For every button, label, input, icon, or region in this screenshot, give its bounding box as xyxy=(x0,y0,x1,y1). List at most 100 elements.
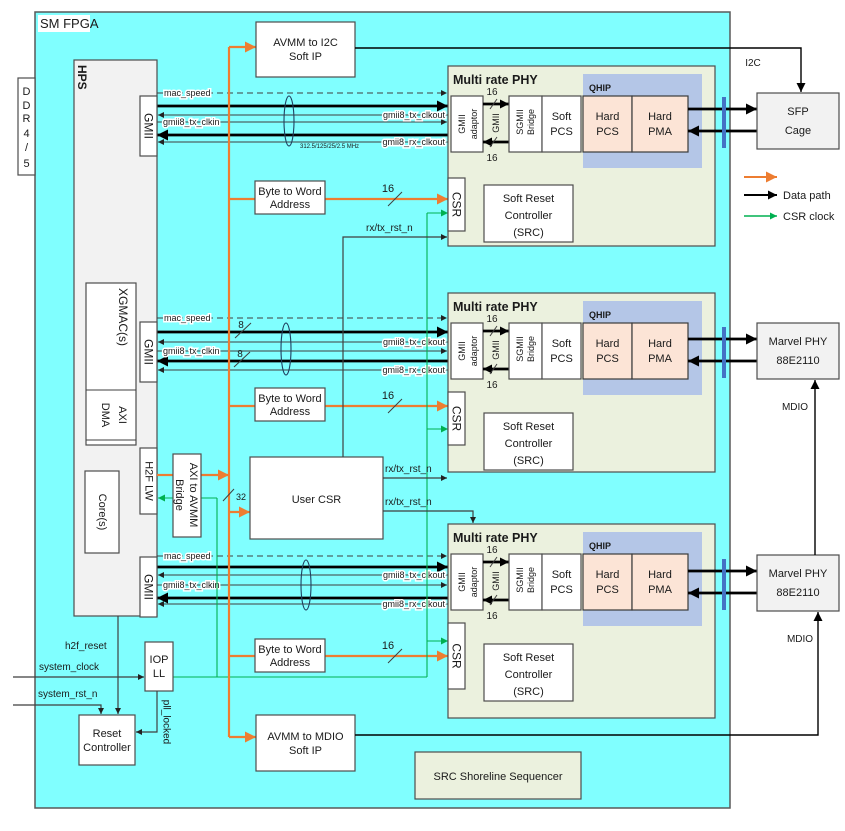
ddr-letter: D xyxy=(23,100,31,112)
sgmii-bridge-label-line2: Bridge xyxy=(526,336,536,362)
user-csr-label: User CSR xyxy=(292,494,342,506)
hard-pma-label-line2: PMA xyxy=(648,126,673,138)
src-label-line1: Soft Reset xyxy=(503,193,554,205)
internal-rx-width-label: 16 xyxy=(486,380,498,391)
gmii-adaptor-box xyxy=(450,553,484,611)
csr-box xyxy=(447,622,466,690)
external-device-label-line1: SFP xyxy=(787,106,808,118)
tx-clkout-label: gmii8_tx_clkout xyxy=(383,570,446,580)
avmm-i2c-box xyxy=(255,21,356,78)
soft-pcs-label-line1: Soft xyxy=(552,111,572,123)
rst-label-phy3: rx/tx_rst_n xyxy=(385,497,432,508)
gmii-adaptor-label-line2: adaptor xyxy=(469,109,479,140)
hard-pma-label-line2: PMA xyxy=(648,584,673,596)
hard-pma-label-line1: Hard xyxy=(648,338,672,350)
legend-csr-clock-label: CSR clock xyxy=(783,211,835,223)
mac-speed-label: mac_speed xyxy=(164,88,211,98)
hard-pcs-label-line1: Hard xyxy=(596,569,620,581)
sgmii-bridge-label-line2: Bridge xyxy=(526,109,536,135)
avmm-to-i2c-soft-ip: AVMM to I2C Soft IP xyxy=(255,21,356,78)
internal-tx-width-slash xyxy=(489,98,498,110)
axi-dma-label-line1: AXI xyxy=(116,406,128,424)
csr-width-slash xyxy=(387,191,403,207)
rx-width-label: 8 xyxy=(237,349,243,360)
mdio-label-upper: MDIO xyxy=(782,402,808,413)
gmii-adaptor-box xyxy=(450,95,484,153)
csr-width-slash xyxy=(387,648,403,664)
sgmii-bridge-label-line1: SGMII xyxy=(515,109,525,135)
rst-line-phy1 xyxy=(342,234,447,457)
external-device-label-line2: 88E2110 xyxy=(776,587,819,599)
ddr-letter: / xyxy=(25,142,29,154)
gmii-adaptor-label-line2: adaptor xyxy=(469,336,479,367)
tx-clkout-label: gmii8_tx_clkout xyxy=(383,337,446,347)
sgmii-bridge-label-line2: Bridge xyxy=(526,567,536,593)
iopll-box xyxy=(144,641,174,692)
connector-bar xyxy=(722,327,726,378)
mdio-line-to-phy2 xyxy=(355,612,823,736)
tx-clkout-label: gmii8_tx_clkout xyxy=(383,110,446,120)
hard-pma-box xyxy=(631,322,689,380)
ddr-letter: D xyxy=(23,86,31,98)
phy-title: Multi rate PHY xyxy=(453,73,538,87)
ddr-letter: 5 xyxy=(23,158,29,170)
tx-width-slash xyxy=(234,322,252,339)
rst-line-phy3 xyxy=(383,510,476,523)
soft-pcs-label-line1: Soft xyxy=(552,338,572,350)
cores-label: Core(s) xyxy=(96,494,108,531)
internal-rx-width-slash xyxy=(489,363,498,375)
phy-channel-3: mac_speedgmii8_tx_clkoutgmii8_tx_clkingm… xyxy=(139,523,840,719)
rx-clkout-label: gmii8_rx_clkout xyxy=(382,137,445,147)
bus-width-label: 32 xyxy=(236,492,246,502)
sgmii-bridge-box xyxy=(508,322,543,380)
internal-tx-width-slash xyxy=(489,325,498,337)
gmii-bundle: mac_speed gmii8_tx_clkout gmii8_tx_clkingm… xyxy=(139,87,448,157)
hard-pcs-label-line2: PCS xyxy=(596,353,619,365)
soft-reset-controller-box xyxy=(483,412,574,471)
legend-data-path-label: Data path xyxy=(783,190,831,202)
soft-pcs-box xyxy=(541,95,582,153)
soft-pcs-label-line2: PCS xyxy=(550,353,573,365)
soft-reset-controller-box xyxy=(483,643,574,702)
internal-tx-width-label: 16 xyxy=(486,87,498,98)
clock-reset-section: IOP LL Reset Controller system_clock sys… xyxy=(13,616,174,766)
ddr-box xyxy=(17,77,36,176)
internal-rx-width-label: 16 xyxy=(486,611,498,622)
avmm-i2c-label-line1: AVMM to I2C xyxy=(273,37,338,49)
byte-to-word-label-line2: Address xyxy=(270,406,311,418)
legend: Data path CSR clock xyxy=(744,171,835,223)
external-device-label-line1: Marvel PHY xyxy=(769,336,828,348)
csr-label: CSR xyxy=(450,192,464,218)
hps-label: HPS xyxy=(75,65,89,90)
soft-pcs-box xyxy=(541,553,582,611)
ddr-letter: R xyxy=(23,113,31,125)
byte-to-word-box xyxy=(254,387,326,422)
tx-width-label: 8 xyxy=(238,320,244,331)
tx-clkin-label: gmii8_tx_clkin xyxy=(163,117,220,127)
bus-width-slash xyxy=(222,488,235,502)
rx-clkout-label: gmii8_rx_clkout xyxy=(382,599,445,609)
internal-rx-width-slash xyxy=(489,136,498,148)
internal-gmii-label: GMII xyxy=(491,113,501,133)
byte-to-word-box xyxy=(254,180,326,215)
hard-pcs-label-line2: PCS xyxy=(596,126,619,138)
avmm-i2c-label-line2: Soft IP xyxy=(289,51,322,63)
src-sequencer-box xyxy=(414,751,582,800)
src-label-line1: Soft Reset xyxy=(503,421,554,433)
h2f-lw-box xyxy=(139,447,158,515)
rx-width-slash xyxy=(233,351,251,368)
src-label-line2: Controller xyxy=(505,210,553,222)
soft-reset-controller-box xyxy=(483,184,574,243)
system-rst-label: system_rst_n xyxy=(38,689,97,700)
soft-pcs-label-line1: Soft xyxy=(552,569,572,581)
csr-width-label: 16 xyxy=(382,183,394,195)
clock-rates-label: 312.5/125/25/2.5 MHz xyxy=(300,144,359,150)
phy-title: Multi rate PHY xyxy=(453,531,538,545)
system-rst-line xyxy=(13,704,104,714)
gmii-adaptor-label-line1: GMII xyxy=(457,572,467,592)
connector-bar xyxy=(722,97,726,148)
external-device-box xyxy=(756,92,840,150)
